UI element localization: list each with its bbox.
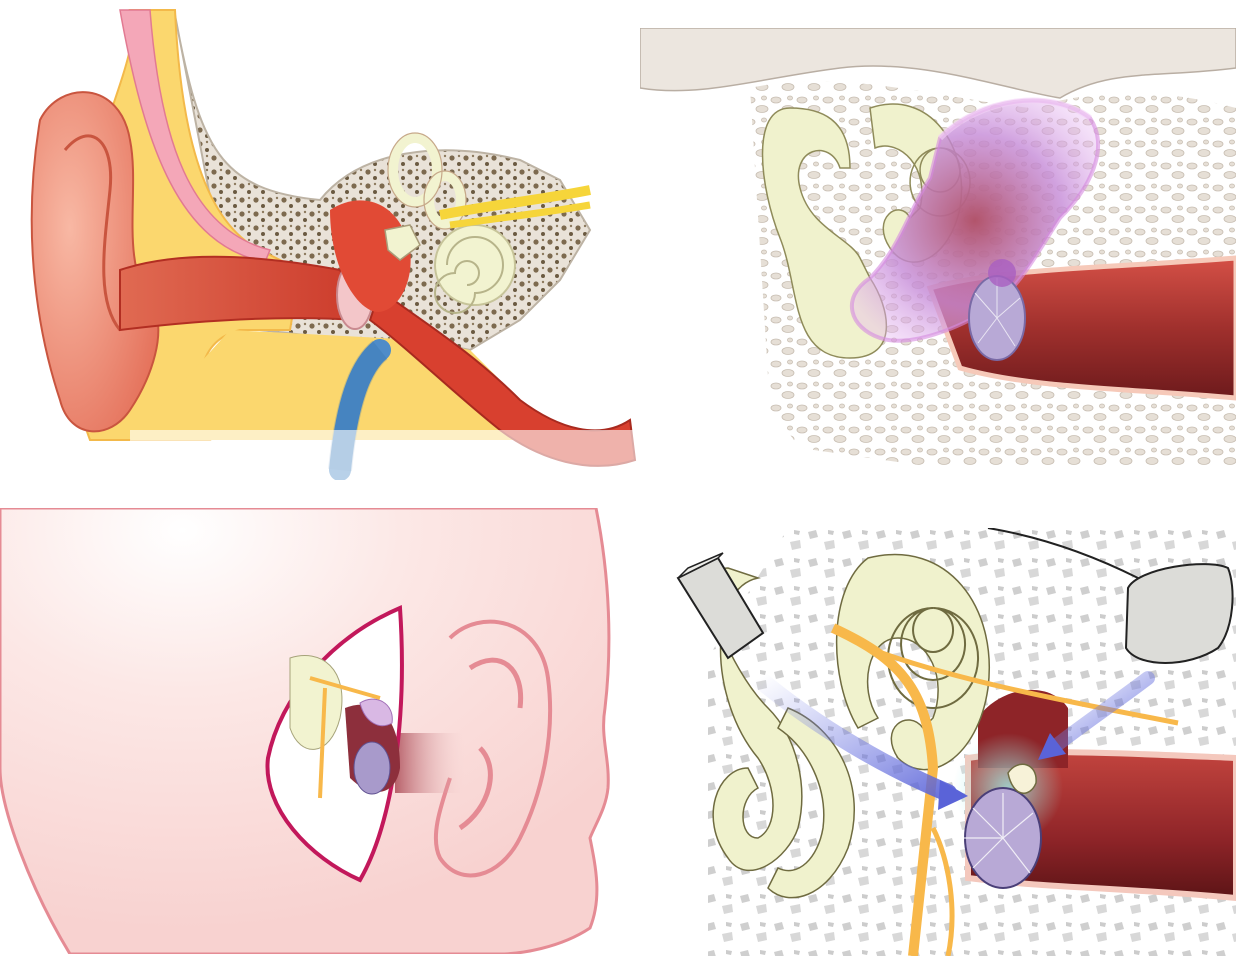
- head-cutaway-illustration: [0, 508, 611, 954]
- outer-ear: [433, 619, 553, 878]
- panel-cholesteatoma: [640, 28, 1236, 480]
- approach-arrow-left: [749, 669, 957, 802]
- wedge-contents: [289, 655, 400, 799]
- auditory-nerve: [439, 185, 591, 220]
- muscle-strip: [119, 9, 272, 263]
- inner-ear-labyrinth: [710, 553, 990, 899]
- cholesteatoma-illustration: [640, 28, 1236, 469]
- panel-ear-anatomy: [0, 0, 640, 480]
- blur-trail: [395, 733, 465, 793]
- ossicles: [384, 224, 421, 261]
- instrument-right: [1124, 563, 1234, 664]
- ear-canal: [119, 255, 362, 332]
- instrument-left: [676, 552, 765, 660]
- surgical-access-illustration: [676, 528, 1236, 956]
- facial-nerve: [830, 623, 939, 956]
- ossicle-chain: [1007, 763, 1037, 794]
- lesion-bubble: [988, 259, 1016, 287]
- bottom-fade: [130, 430, 640, 480]
- semicircular-canals: [388, 133, 466, 229]
- panel-surgical-access: [668, 528, 1236, 956]
- dura: [640, 28, 1236, 99]
- approach-arrow-right: [1046, 671, 1155, 755]
- auricle: [30, 91, 160, 433]
- panel-head-cutaway: [0, 508, 616, 954]
- ear-anatomy-illustration: [30, 9, 640, 480]
- auricle-fold: [63, 134, 122, 331]
